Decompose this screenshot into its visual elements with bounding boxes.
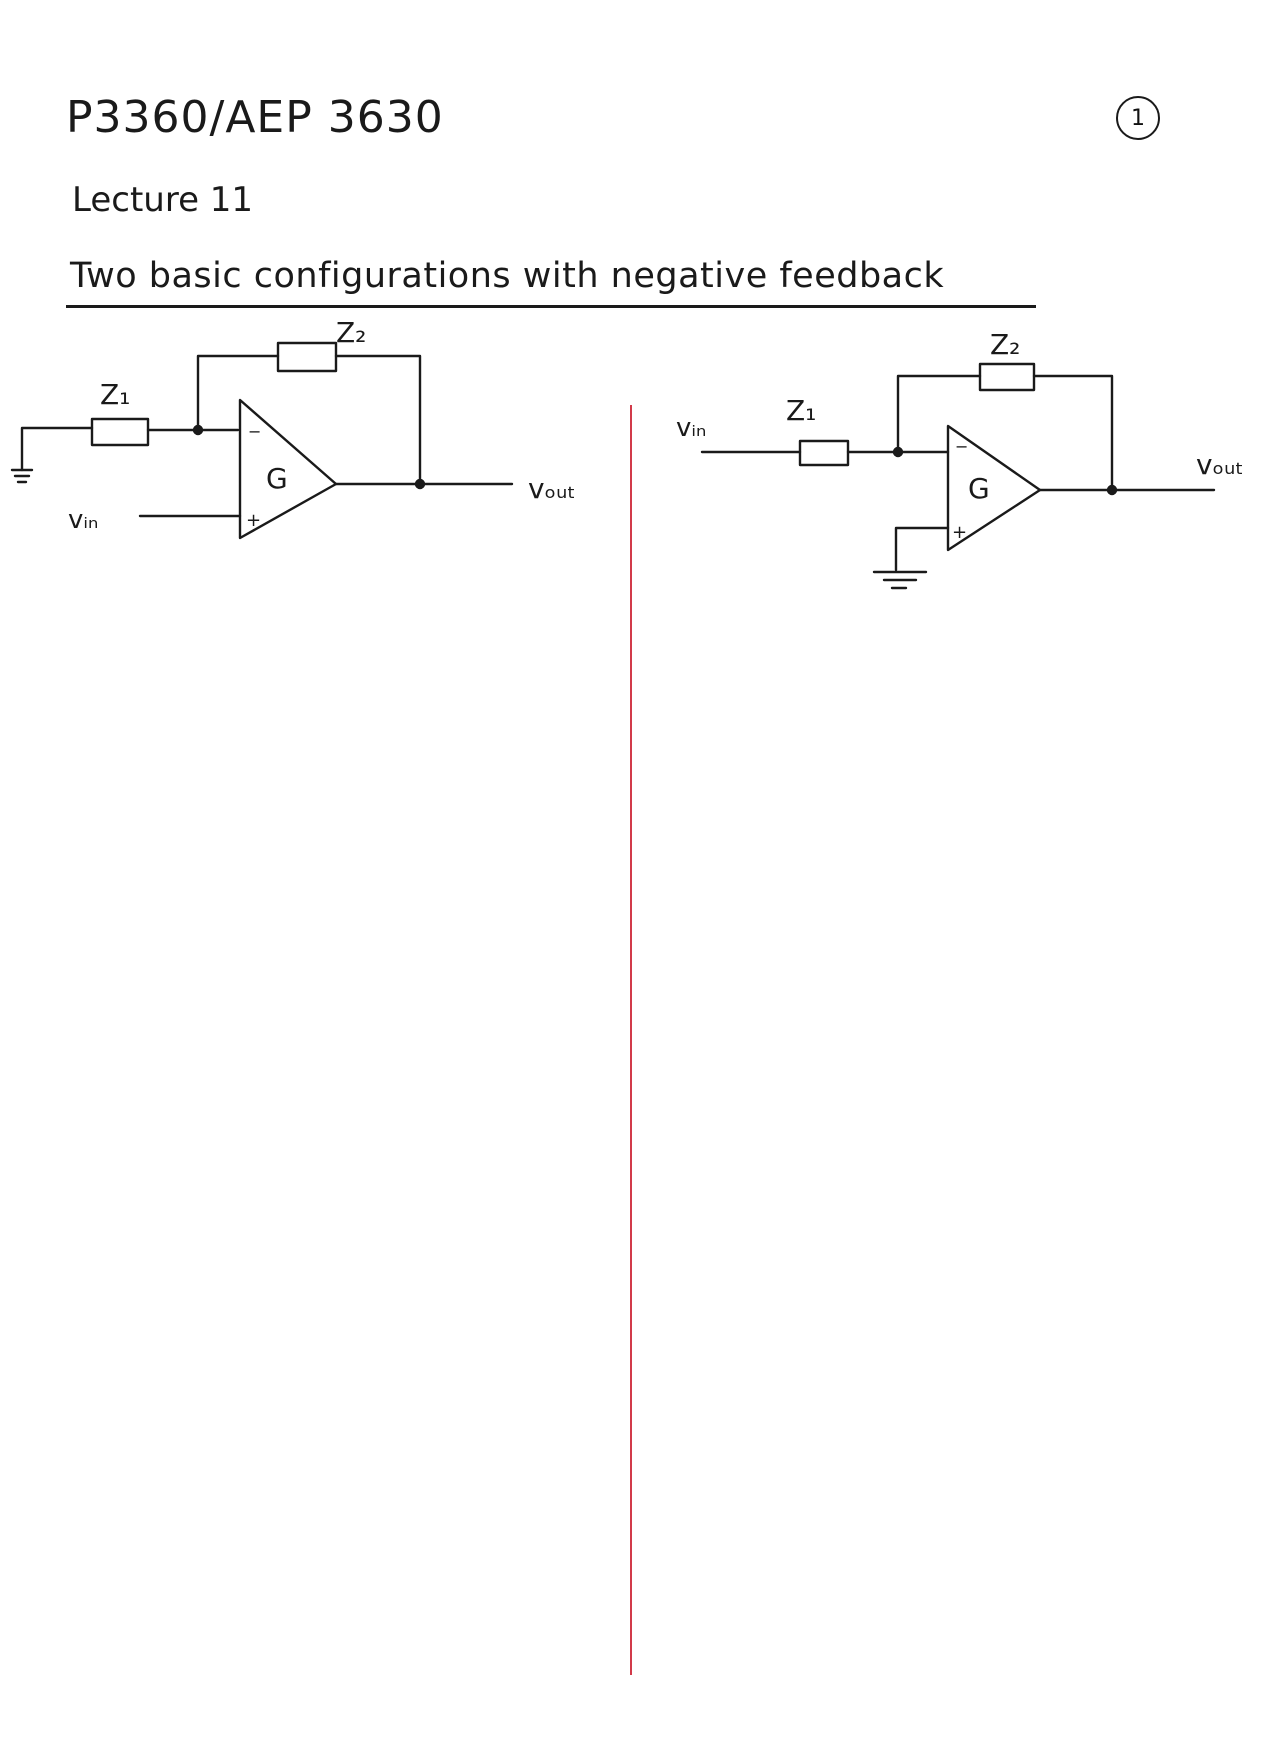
vout-label: vₒᵤₜ <box>1196 448 1244 481</box>
amp-gain-label: G <box>968 472 990 505</box>
page-number: 1 <box>1131 105 1145 131</box>
z1-resistor <box>798 439 850 467</box>
vin-label: vᵢₙ <box>676 413 706 443</box>
ground-wire <box>20 426 94 472</box>
vout-label: vₒᵤₜ <box>528 472 576 505</box>
minus-input-label: − <box>955 437 968 456</box>
circuit-non-inverting <box>10 341 514 540</box>
z2-label: Z₂ <box>336 316 366 349</box>
lecture-label: Lecture 11 <box>72 180 254 220</box>
ground-symbol <box>872 570 928 590</box>
z2-label: Z₂ <box>990 328 1020 361</box>
opamp-triangle <box>946 424 1042 552</box>
page-number-circle: 1 <box>1116 96 1160 140</box>
minus-input-label: − <box>248 422 261 441</box>
plus-input-label: + <box>246 510 261 531</box>
ground-symbol <box>10 468 34 484</box>
output-junction-dot <box>414 478 426 490</box>
circuit-inverting <box>700 362 1216 590</box>
ground-wire <box>894 526 950 572</box>
page-divider-line <box>630 405 632 1675</box>
z2-resistor <box>978 362 1036 392</box>
vin-label: vᵢₙ <box>68 505 98 535</box>
z1-label: Z₁ <box>100 378 130 411</box>
topic-underline <box>66 305 1036 308</box>
z1-label: Z₁ <box>786 394 816 427</box>
opamp-triangle <box>238 398 338 540</box>
z2-resistor <box>276 341 338 373</box>
feedback-wire <box>196 354 422 486</box>
z1-resistor <box>90 417 150 447</box>
plus-input-label: + <box>952 522 967 543</box>
topic-heading: Two basic configurations with negative f… <box>70 256 945 296</box>
amp-gain-label: G <box>266 462 288 495</box>
output-junction-dot <box>1106 484 1118 496</box>
course-title: P3360/AEP 3630 <box>66 92 444 143</box>
feedback-wire <box>896 374 1114 492</box>
